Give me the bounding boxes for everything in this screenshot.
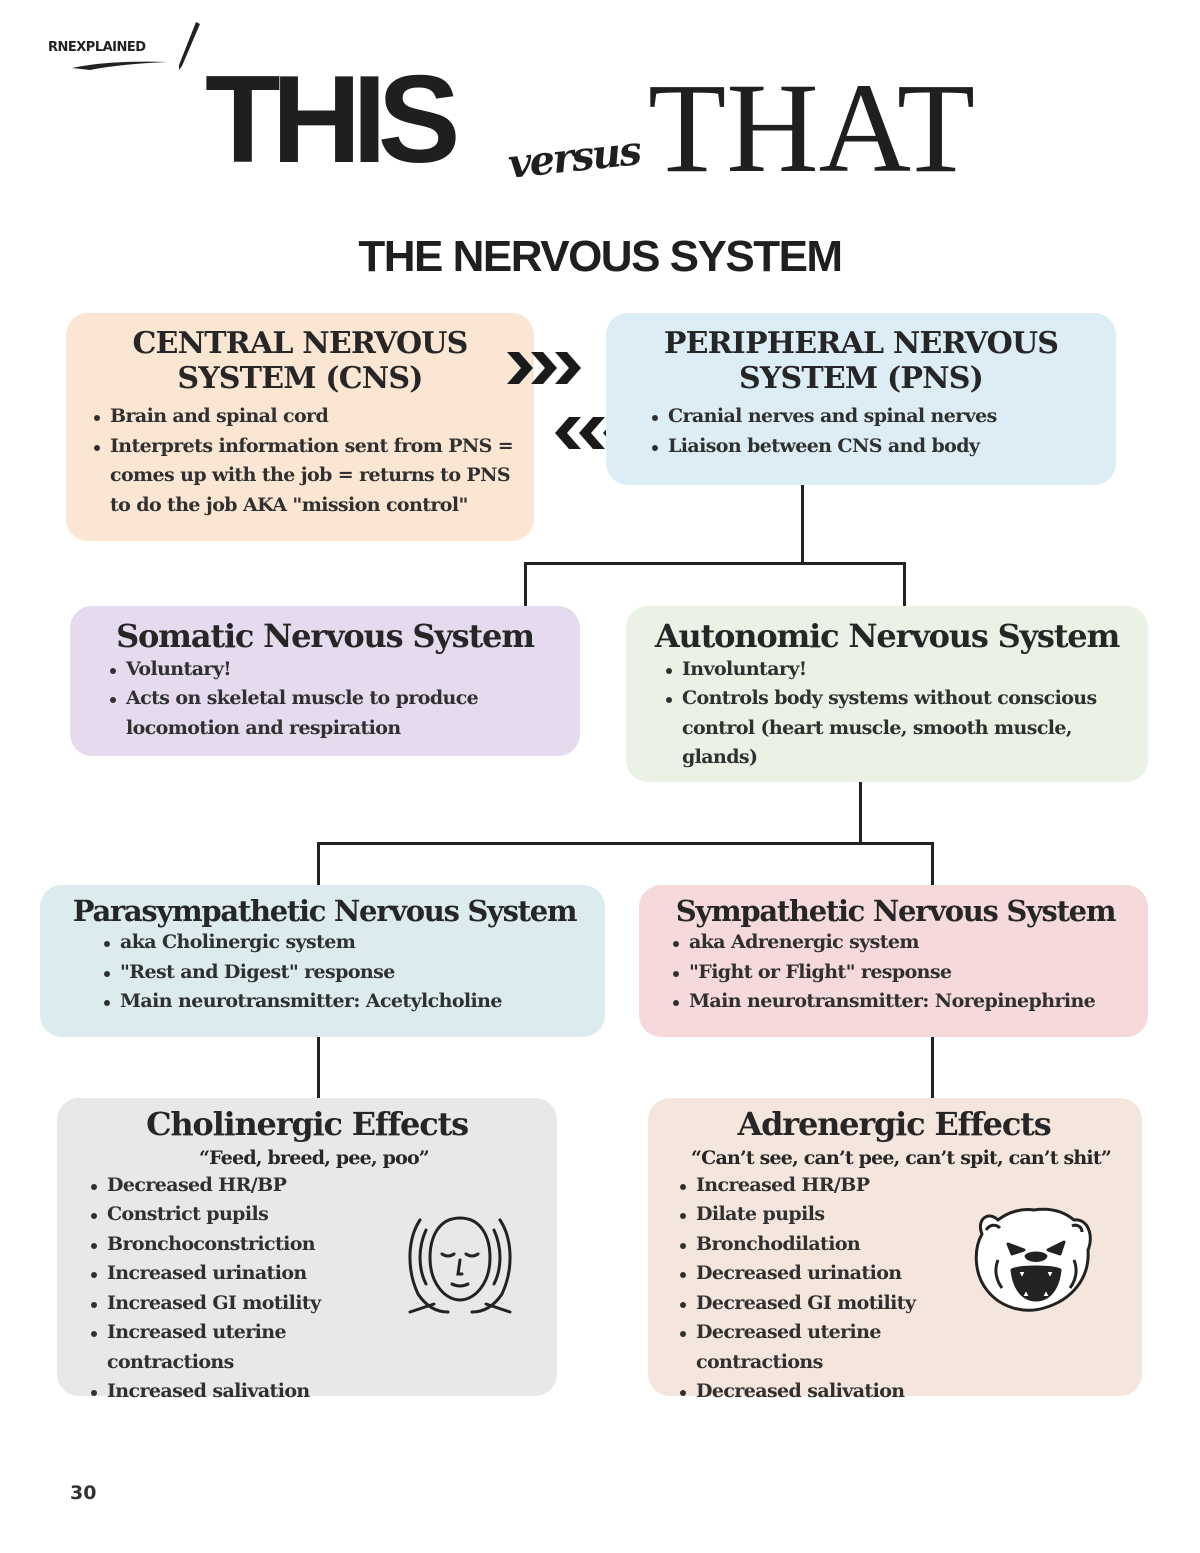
brand-logo: RNEXPLAINED [48, 40, 146, 55]
adrenergic-list: Increased HR/BP Dilate pupils Bronchodil… [674, 1171, 1004, 1407]
list-item: Bronchoconstriction [85, 1230, 415, 1260]
parasympathetic-title: Parasympathetic Nervous System [72, 894, 578, 928]
list-item: Main neurotransmitter: Acetylcholine [98, 987, 591, 1017]
parasympathetic-box: Parasympathetic Nervous System aka Choli… [40, 885, 605, 1037]
adrenergic-quote: “Can’t see, can’t pee, can’t spit, can’t… [691, 1146, 1112, 1169]
cholinergic-title: Cholinergic Effects [146, 1105, 469, 1143]
title-that: THAT [648, 57, 976, 199]
list-item: "Rest and Digest" response [98, 958, 591, 988]
cholinergic-quote: “Feed, breed, pee, poo” [199, 1146, 430, 1169]
autonomic-branch-line [317, 842, 934, 845]
list-item: Increased salivation [85, 1377, 415, 1407]
list-item: Increased urination [85, 1259, 415, 1289]
pns-branch-line [524, 562, 906, 565]
list-item: Decreased HR/BP [85, 1171, 415, 1201]
list-item: Decreased urination [674, 1259, 1004, 1289]
cholinergic-box: Cholinergic Effects “Feed, breed, pee, p… [57, 1098, 557, 1402]
list-item: Acts on skeletal muscle to produce locom… [104, 684, 562, 743]
chevrons-right-icon [507, 352, 581, 384]
relaxed-face-icon [408, 1216, 512, 1314]
list-item: aka Cholinergic system [98, 928, 591, 958]
page-number: 30 [70, 1482, 97, 1504]
somatic-title: Somatic Nervous System [116, 617, 535, 655]
swoosh-icon [72, 61, 168, 70]
list-item: Main neurotransmitter: Norepinephrine [667, 987, 1134, 1017]
somatic-up-line [524, 562, 527, 606]
para-down-line [317, 1037, 320, 1098]
list-item: "Fight or Flight" response [667, 958, 1134, 988]
list-item: Liaison between CNS and body [646, 432, 1098, 462]
list-item: Decreased uterine contractions [674, 1318, 1004, 1377]
list-item: Increased uterine contractions [85, 1318, 415, 1377]
adrenergic-title: Adrenergic Effects [737, 1105, 1051, 1143]
list-item: aka Adrenergic system [667, 928, 1134, 958]
cns-list: Brain and spinal cord Interprets informa… [84, 402, 516, 520]
list-item: Voluntary! [104, 655, 562, 685]
list-item: Constrict pupils [85, 1200, 415, 1230]
pns-down-line [801, 485, 804, 563]
sympathetic-title: Sympathetic Nervous System [675, 894, 1117, 928]
symp-down-line [931, 1037, 934, 1098]
pns-title: PERIPHERAL NERVOUS SYSTEM (PNS) [663, 326, 1059, 396]
cholinergic-list: Decreased HR/BP Constrict pupils Broncho… [85, 1171, 415, 1407]
autonomic-down-line [859, 782, 862, 844]
pns-box: PERIPHERAL NERVOUS SYSTEM (PNS) Cranial … [606, 313, 1116, 485]
pen-icon [179, 22, 200, 70]
sympathetic-list: aka Adrenergic system "Fight or Flight" … [667, 928, 1134, 1017]
autonomic-list: Involuntary! Controls body systems witho… [660, 655, 1130, 773]
list-item: Increased HR/BP [674, 1171, 1004, 1201]
pns-list: Cranial nerves and spinal nerves Liaison… [646, 402, 1098, 461]
somatic-box: Somatic Nervous System Voluntary! Acts o… [70, 606, 580, 756]
autonomic-title: Autonomic Nervous System [654, 617, 1120, 655]
list-item: Increased GI motility [85, 1289, 415, 1319]
cns-box: CENTRAL NERVOUS SYSTEM (CNS) Brain and s… [66, 313, 534, 541]
cns-title: CENTRAL NERVOUS SYSTEM (CNS) [132, 326, 468, 396]
autonomic-box: Autonomic Nervous System Involuntary! Co… [626, 606, 1148, 782]
list-item: Decreased salivation [674, 1377, 1004, 1407]
list-item: Brain and spinal cord [88, 402, 516, 432]
somatic-list: Voluntary! Acts on skeletal muscle to pr… [104, 655, 562, 744]
para-up-line [317, 842, 320, 885]
page-subtitle: THE NERVOUS SYSTEM [358, 232, 843, 281]
list-item: Decreased GI motility [674, 1289, 1004, 1319]
autonomic-up-line [903, 562, 906, 606]
list-item: Cranial nerves and spinal nerves [646, 402, 1098, 432]
symp-up-line [931, 842, 934, 885]
list-item: Interprets information sent from PNS = c… [88, 432, 516, 521]
sympathetic-box: Sympathetic Nervous System aka Adrenergi… [639, 885, 1148, 1037]
list-item: Involuntary! [660, 655, 1130, 685]
list-item: Controls body systems without conscious … [660, 684, 1130, 773]
list-item: Bronchodilation [674, 1230, 1004, 1260]
roaring-bear-icon [974, 1207, 1092, 1312]
parasympathetic-list: aka Cholinergic system "Rest and Digest"… [98, 928, 591, 1017]
list-item: Dilate pupils [674, 1200, 1004, 1230]
title-versus: versus [505, 127, 642, 188]
title-this: THIS [205, 51, 460, 189]
